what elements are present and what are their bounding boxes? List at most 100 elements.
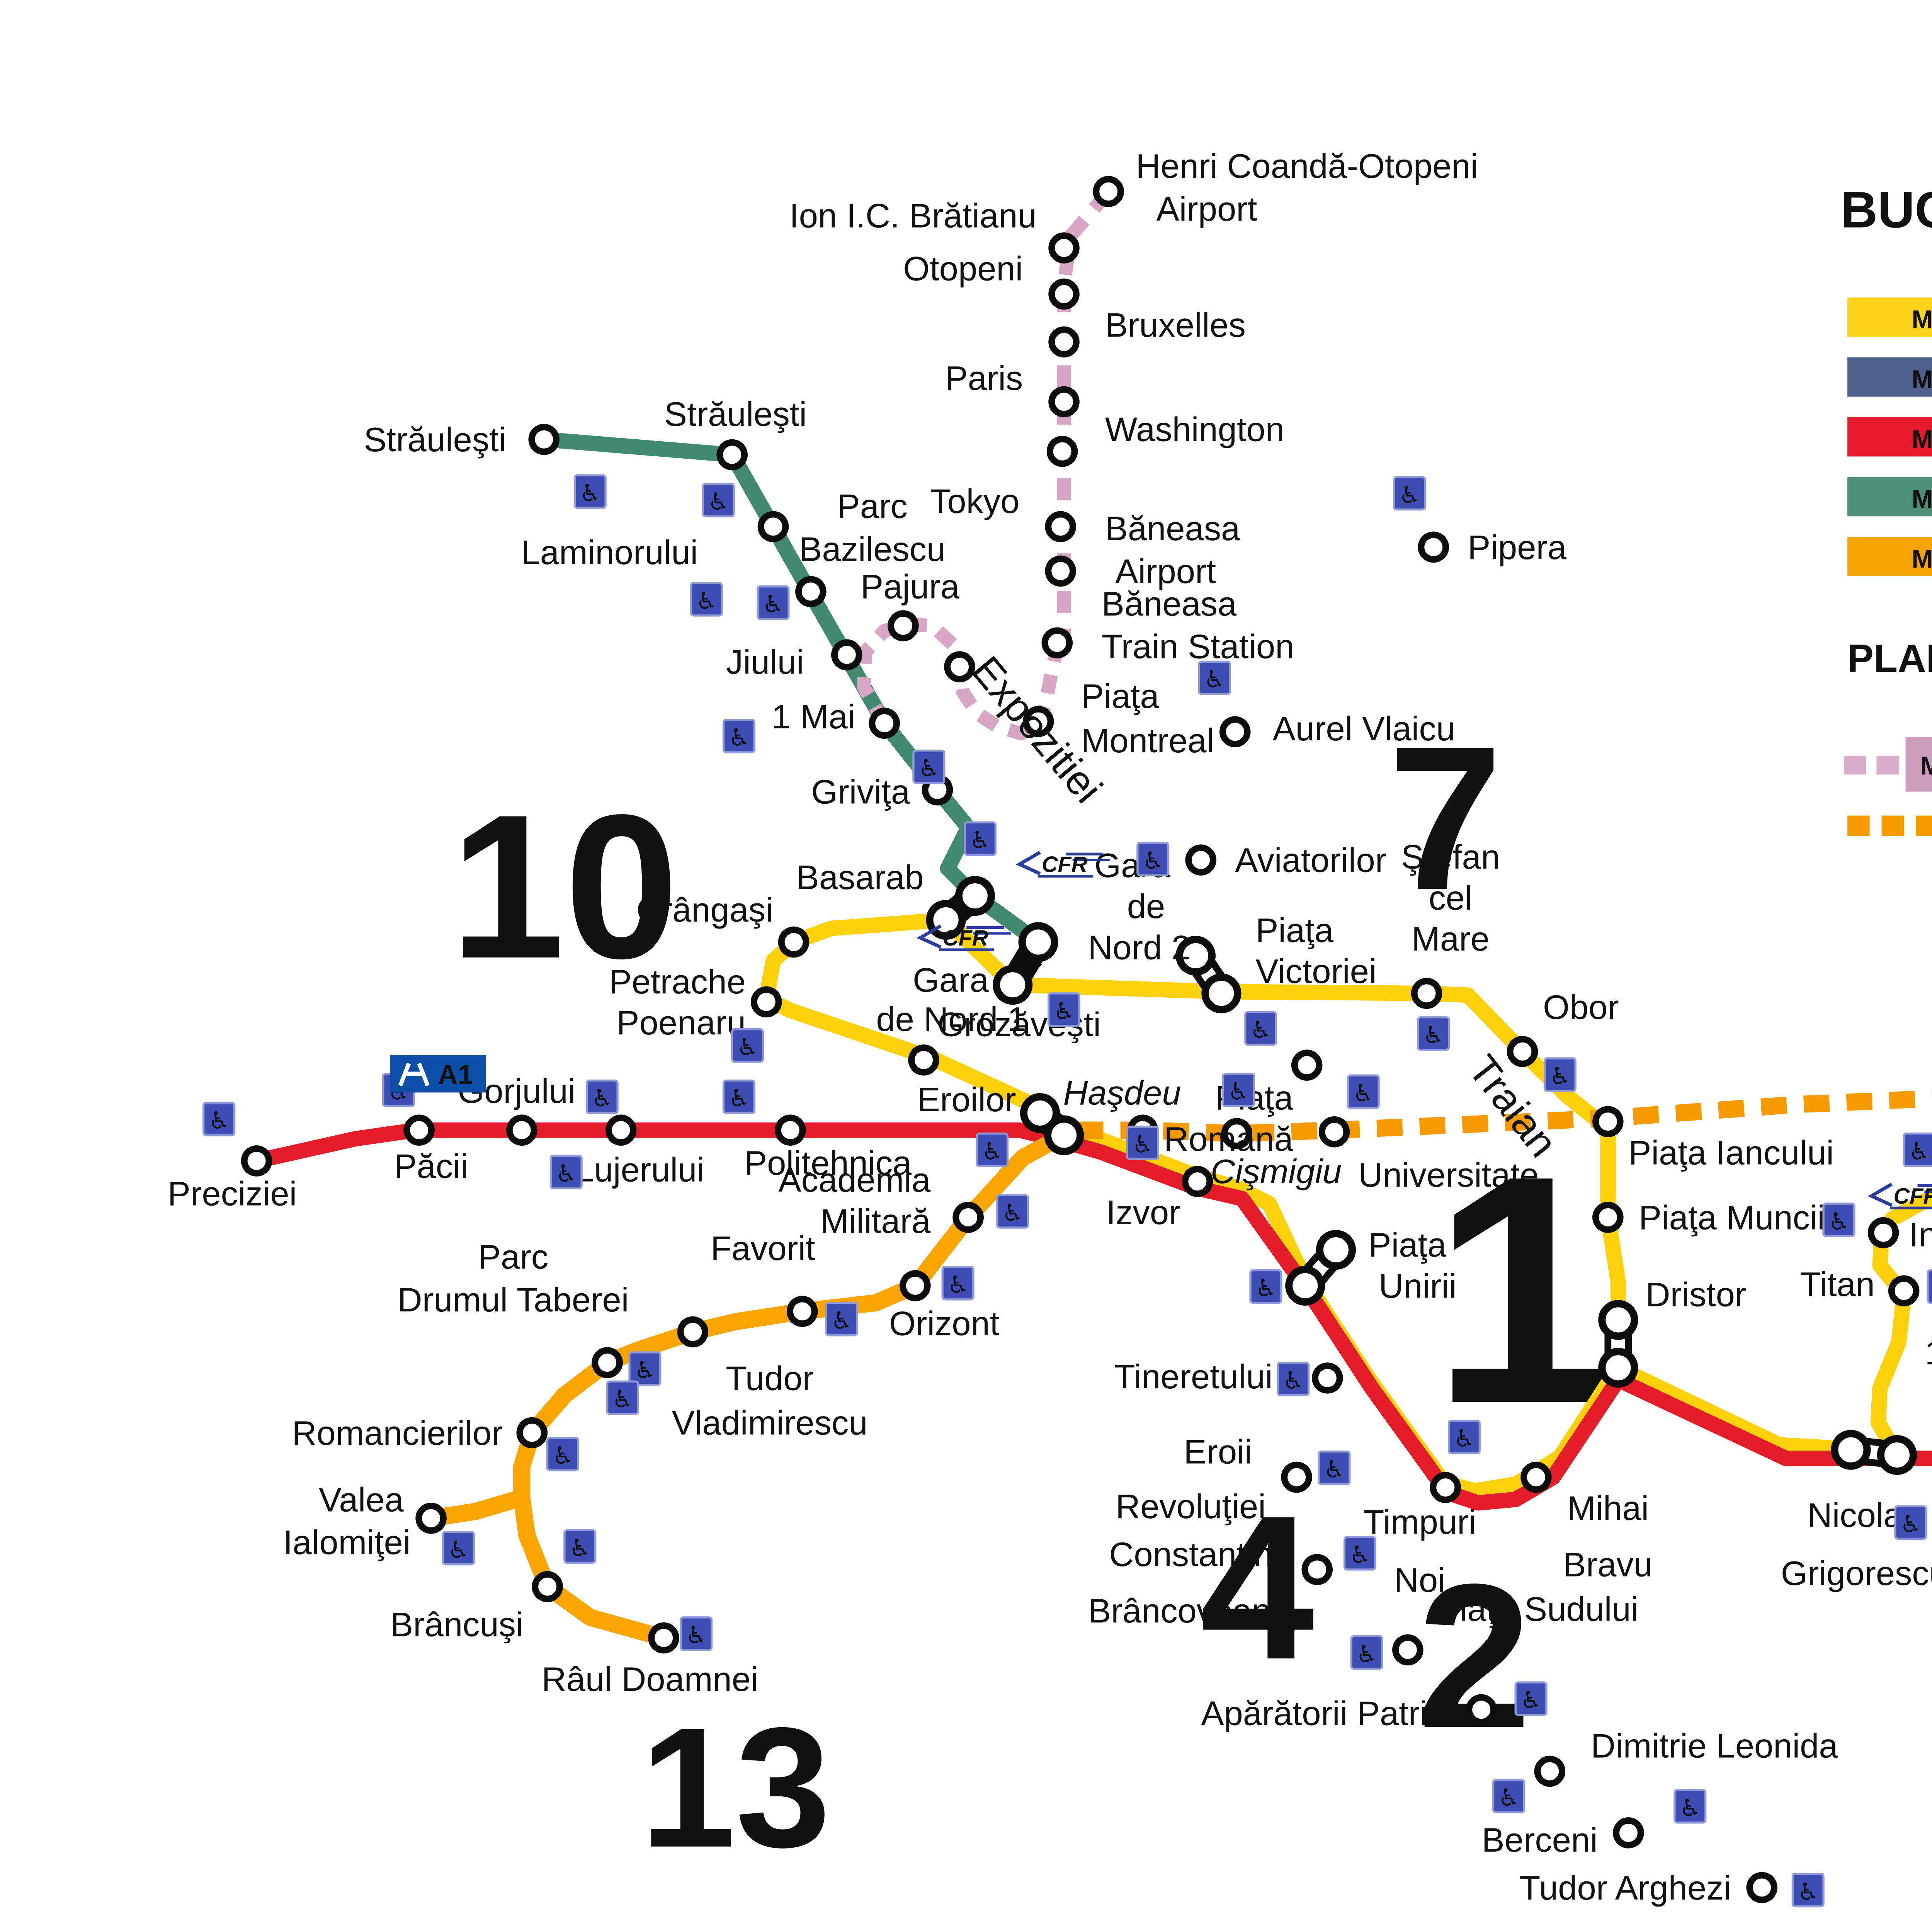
m2-chip — [1847, 357, 1932, 397]
label-pajura: Pajura — [861, 568, 960, 606]
wheelchair-icon: ♿ — [680, 1616, 713, 1651]
wheelchair-icon-bg — [1126, 1126, 1159, 1160]
station-tudor-arghezi — [1746, 1872, 1778, 1903]
wheelchair-icon-bg — [680, 1616, 713, 1651]
station-piata-sudului — [1392, 1634, 1423, 1666]
station-ing-costin-georgian — [1867, 1217, 1899, 1248]
label-poenaru: Poenaru — [616, 1003, 746, 1042]
wheelchair-glyph: ♿ — [1132, 1130, 1153, 1158]
wheelchair-glyph: ♿ — [448, 1536, 469, 1564]
wheelchair-icon-bg — [941, 1266, 975, 1301]
label-noi: Noi — [1394, 1561, 1446, 1599]
wheelchair-icon: ♿ — [1136, 842, 1170, 877]
wheelchair-icon: ♿ — [1822, 1202, 1855, 1237]
label-eroii: Eroii — [1184, 1433, 1252, 1471]
cfr-text: CFR — [1042, 852, 1088, 877]
wheelchair-icon-bg — [702, 483, 735, 517]
wheelchair-icon-bg — [546, 1437, 579, 1471]
station-pipera — [1418, 531, 1449, 563]
wheelchair-glyph: ♿ — [685, 1621, 707, 1649]
station-academia-militara — [952, 1202, 984, 1233]
wheelchair-icon: ♿ — [1318, 1450, 1351, 1485]
label-basarab: Basarab — [796, 858, 924, 896]
station-jiului — [831, 639, 862, 670]
wheelchair-glyph: ♿ — [1549, 1062, 1571, 1090]
station-washington — [1046, 435, 1078, 467]
wheelchair-icon-bg — [1244, 1011, 1277, 1046]
wheelchair-icon-bg — [1222, 1073, 1255, 1107]
label-academia: Academia — [779, 1161, 931, 1199]
wheelchair-glyph: ♿ — [1498, 1783, 1520, 1811]
m4-chip — [1847, 477, 1932, 517]
wheelchair-icon: ♿ — [912, 749, 946, 784]
label-cr-nga-i: Crângaşi — [636, 891, 773, 929]
station-tokyo — [1045, 511, 1076, 543]
wheelchair-icon-bg — [1543, 1057, 1577, 1092]
station-piata-unirii-1 — [1316, 1230, 1356, 1270]
wheelchair-icon-bg — [912, 749, 946, 784]
wheelchair-icon: ♿ — [1343, 1536, 1376, 1571]
label-bravu: Bravu — [1563, 1546, 1653, 1584]
wheelchair-icon-bg — [1343, 1536, 1376, 1571]
planned-legend-title: PLANNED SUBWAY LINES — [1847, 636, 1932, 680]
wheelchair-icon: ♿ — [628, 1351, 662, 1386]
wheelchair-glyph: ♿ — [569, 1534, 591, 1562]
label-b-neasa: Băneasa — [1102, 585, 1237, 623]
wheelchair-icon-bg — [722, 1079, 755, 1114]
station-eroilor-2 — [1044, 1115, 1084, 1155]
station-dimitrie-leonida — [1534, 1755, 1566, 1787]
station-raul-doamnei — [648, 1622, 679, 1654]
legend: BUCHAREST SUBWAY LINES M1 Dristor - Pant… — [1840, 182, 1932, 836]
station-laminorului — [757, 511, 789, 543]
wheelchair-icon-bg — [1791, 1872, 1825, 1908]
wheelchair-icon: ♿ — [1673, 1789, 1707, 1824]
station-piata-victoriei-2 — [1201, 973, 1242, 1014]
label-politehnica: Politehnica — [744, 1144, 912, 1182]
wheelchair-icon: ♿ — [731, 1028, 764, 1063]
cfr-text: CFR — [942, 926, 988, 951]
sector-watermarks: 10765142313 — [450, 703, 1612, 1883]
wheelchair-glyph: ♿ — [981, 1137, 1003, 1165]
cfr-logo: CFR — [1867, 1182, 1932, 1209]
station-petrache-poenaru — [750, 986, 782, 1018]
wheelchair-icon: ♿ — [825, 1302, 858, 1337]
wheelchair-glyph: ♿ — [1204, 665, 1225, 694]
station-henri-coanda-otopeni-airport — [1093, 176, 1124, 207]
station-baneasa-train-station — [1041, 627, 1073, 658]
label-pia-a: Piaţa — [1081, 677, 1160, 715]
label-titan: Titan — [1800, 1265, 1875, 1303]
station-aviatorilor — [1185, 844, 1216, 876]
station-parc-bazilescu — [795, 576, 827, 607]
wheelchair-icon-bg — [1318, 1450, 1351, 1485]
m6-chip — [1905, 737, 1932, 792]
station-pacii — [403, 1114, 435, 1146]
label-ing-costin-georgian: Ing.Costin Georgian — [1909, 1216, 1932, 1254]
wheelchair-icon: ♿ — [1347, 1074, 1380, 1109]
station-gorjului — [506, 1114, 537, 1146]
sector-watermark: 13 — [640, 1692, 830, 1883]
label-airport: Airport — [1115, 552, 1216, 590]
label-train-station: Train Station — [1102, 628, 1294, 666]
station-valea-ialomitei — [415, 1502, 447, 1534]
label-dristor: Dristor — [1646, 1276, 1747, 1314]
wheelchair-icon: ♿ — [202, 1102, 236, 1136]
legend-row-m5: M5 Râul Doamnei - Eroilor — [1847, 537, 1932, 577]
label-pia-a-muncii: Piaţa Muncii — [1639, 1198, 1825, 1236]
wheelchair-glyph: ♿ — [1352, 1079, 1374, 1107]
label-unirii: Unirii — [1379, 1267, 1457, 1305]
wheelchair-icon-bg — [442, 1531, 475, 1566]
station-piata-montreal — [1022, 706, 1054, 737]
label-tineretului: Tineretului — [1114, 1357, 1273, 1396]
m5-chip-label: M5 — [1912, 545, 1932, 573]
wheelchair-glyph: ♿ — [969, 826, 991, 854]
wheelchair-glyph: ♿ — [696, 587, 718, 615]
label-1-mai: 1 Mai — [772, 697, 855, 736]
wheelchair-glyph: ♿ — [556, 1159, 577, 1187]
label-bruxelles: Bruxelles — [1105, 306, 1246, 344]
wheelchair-icon: ♿ — [702, 483, 735, 517]
wheelchair-icon-bg — [549, 1155, 583, 1189]
station-basarab-1 — [955, 876, 995, 916]
station-orizont — [900, 1270, 931, 1301]
wheelchair-icon-bg — [1393, 476, 1426, 511]
